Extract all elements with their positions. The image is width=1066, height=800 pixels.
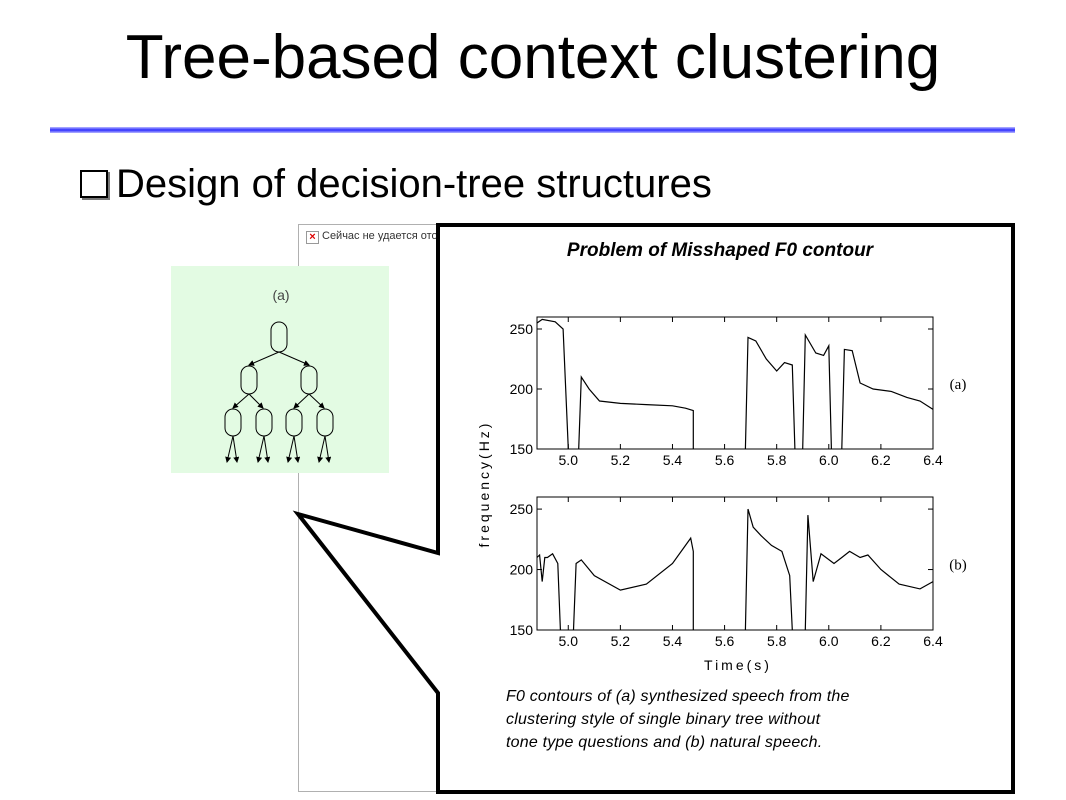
y-tick-label: 200: [510, 381, 534, 397]
f0-contour-line: [578, 375, 694, 450]
x-tick-label: 5.6: [715, 633, 735, 649]
f0-contour-line: [572, 536, 694, 631]
plot-frame: [536, 496, 934, 631]
tree-label: (a): [272, 287, 289, 303]
y-tick-label: 250: [510, 501, 534, 517]
x-tick-label: 5.2: [611, 633, 631, 649]
x-tick-label: 5.0: [559, 452, 579, 468]
checkbox-bullet-icon: [80, 170, 108, 198]
f0-contour-line: [841, 348, 934, 450]
y-tick-label: 250: [510, 321, 534, 337]
y-tick-label: 200: [510, 562, 534, 578]
x-tick-label: 6.4: [923, 452, 943, 468]
x-tick-label: 5.4: [663, 452, 683, 468]
title-divider: [50, 127, 1015, 133]
x-tick-label: 6.4: [923, 633, 943, 649]
x-tick-label: 5.0: [559, 633, 579, 649]
f0-contour-line: [536, 318, 569, 450]
x-axis-label: Time(s): [704, 657, 772, 673]
x-tick-label: 6.2: [871, 633, 891, 649]
plot-frame: [536, 316, 934, 450]
callout-title: Problem of Misshaped F0 contour: [566, 240, 874, 261]
caption-line: F0 contours of (a) synthesized speech fr…: [506, 688, 850, 705]
x-tick-label: 6.0: [819, 452, 839, 468]
x-tick-label: 5.2: [611, 452, 631, 468]
broken-image-icon: ×: [306, 231, 319, 244]
slide-title: Tree-based context clustering: [125, 23, 941, 92]
panel-label: (a): [950, 377, 967, 393]
x-tick-label: 5.8: [767, 633, 787, 649]
decision-tree-panel: (a): [171, 266, 389, 473]
decision-tree-diagram: (a): [224, 287, 334, 463]
f0-contour-line: [802, 332, 832, 450]
f0-contour-line: [804, 515, 934, 631]
y-tick-label: 150: [510, 622, 534, 638]
chart-b: 150 200 250 5.0 5.2 5.4 5.6 5.8 6.0 6.2 6.4 (b): [510, 496, 967, 649]
f0-contour-line: [744, 508, 793, 631]
caption-line: clustering style of single binary tree w…: [506, 711, 821, 728]
y-axis-label: frequency(Hz): [476, 421, 492, 548]
chart-a: 150 200 250 5.0 5.2 5.4 5.6 5.8 6.0 6.2 6.4 (a): [510, 316, 967, 468]
x-tick-label: 5.6: [715, 452, 735, 468]
x-tick-label: 5.8: [767, 452, 787, 468]
panel-label: (b): [949, 558, 967, 574]
y-tick-label: 150: [510, 441, 534, 457]
x-tick-label: 5.4: [663, 633, 683, 649]
f0-contour-line: [536, 552, 561, 631]
f0-contour-line: [744, 336, 796, 450]
figure-caption: F0 contours of (a) synthesized speech fr…: [506, 685, 986, 754]
caption-line: tone type questions and (b) natural spee…: [506, 734, 823, 751]
x-tick-label: 6.2: [871, 452, 891, 468]
bullet-text: Design of decision-tree structures: [116, 162, 712, 206]
x-tick-label: 6.0: [819, 633, 839, 649]
